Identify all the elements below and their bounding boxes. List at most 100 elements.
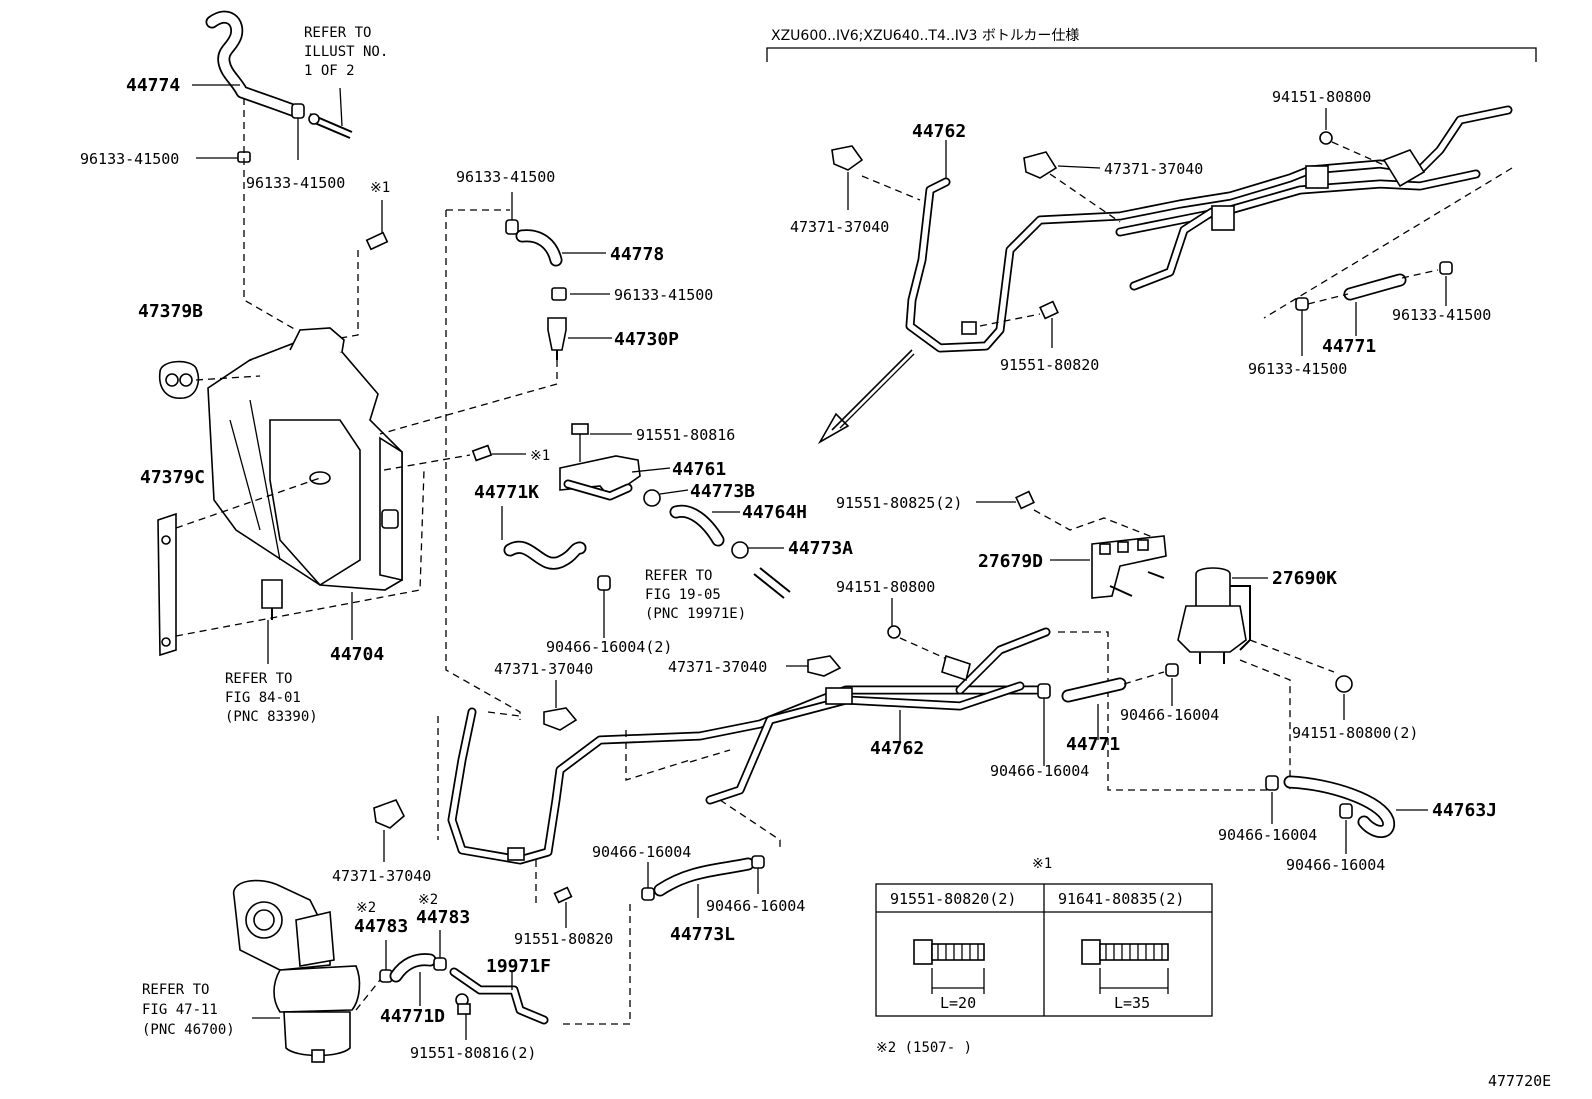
- label-90466-c: 90466-16004: [1120, 706, 1219, 724]
- bolt-long-icon: [1081, 939, 1169, 994]
- hose-44773L: [641, 855, 765, 901]
- mark2-a: ※2: [356, 900, 376, 916]
- bolt-91551-80820-a: [553, 886, 573, 928]
- label-47371-c: 47371-37040: [332, 867, 431, 885]
- refer-84-01-line1: REFER TO: [225, 671, 292, 687]
- clip-90466: [597, 575, 611, 638]
- label-96133-a: 96133-41500: [80, 150, 179, 168]
- label-91551-80825: 91551-80825(2): [836, 494, 962, 512]
- figure-id: 477720E: [1488, 1072, 1551, 1090]
- label-44771-mid: 44771: [1066, 734, 1120, 755]
- label-44771-top: 44771: [1322, 336, 1376, 357]
- variant-bracket: XZU600..IV6;XZU640..T4..IV3 ボトルカー仕様: [766, 28, 1537, 62]
- throttle-body: [233, 879, 361, 1063]
- canister-44704: [207, 327, 403, 591]
- table-col1-header: 91551-80820(2): [890, 890, 1016, 908]
- refer-19-05-line1: REFER TO: [645, 568, 712, 584]
- label-44771D: 44771D: [380, 1006, 445, 1027]
- label-96133-c: 96133-41500: [456, 168, 555, 186]
- clamp-44773A: [731, 541, 784, 559]
- bolt-icon: [365, 200, 389, 251]
- label-91551-80820-a: 91551-80820: [514, 930, 613, 948]
- bracket-27679D: [1091, 535, 1167, 599]
- clip-icon: [551, 287, 567, 301]
- bolt-91551-80816: [571, 423, 632, 462]
- refer-84-01-line3: (PNC 83390): [225, 709, 318, 725]
- label-44704: 44704: [330, 644, 384, 665]
- label-91551-80816-2: 91551-80816(2): [410, 1044, 536, 1062]
- connector-47371-top-b: [1023, 151, 1101, 179]
- label-44773B: 44773B: [690, 481, 755, 502]
- label-90466-d: 90466-16004: [990, 762, 1089, 780]
- hose-44763J: [1265, 775, 1396, 838]
- label-94151-2: 94151-80800(2): [1292, 724, 1418, 742]
- refer-19-05-line2: FIG 19-05: [645, 587, 721, 603]
- hose-44774-group: [192, 10, 359, 346]
- vsv-27690K: [1177, 567, 1251, 664]
- table-col2-header: 91641-80835(2): [1058, 890, 1184, 908]
- mark2-note: ※2 (1507- ): [876, 1040, 972, 1056]
- mark2-b: ※2: [418, 892, 438, 908]
- refer-47-11-line3: (PNC 46700): [142, 1022, 235, 1038]
- refer-19-05-line3: (PNC 19971E): [645, 606, 746, 622]
- mark1-top: ※1: [370, 180, 390, 196]
- hose-44778: [505, 219, 606, 267]
- pipe-19971F: [449, 967, 549, 1025]
- label-27690K: 27690K: [1272, 568, 1337, 589]
- label-96133-top-a: 96133-41500: [1392, 306, 1491, 324]
- connector-47371-top-a: [831, 145, 864, 210]
- label-90466-2-a: 90466-16004(2): [546, 638, 672, 656]
- label-47379C: 47379C: [140, 467, 205, 488]
- label-91551-80816: 91551-80816: [636, 426, 735, 444]
- refer-47-11-line1: REFER TO: [142, 982, 209, 998]
- mark1-mid: ※1: [530, 448, 550, 464]
- table-col1-length: L=20: [940, 994, 976, 1012]
- clip-icon: [1165, 663, 1179, 677]
- bolt-spec-table: ※1 91551-80820(2) 91641-80835(2) L=20 L=…: [875, 856, 1213, 1017]
- label-47379B: 47379B: [138, 301, 203, 322]
- label-90466-a: 90466-16004: [592, 843, 691, 861]
- label-90466-b: 90466-16004: [706, 897, 805, 915]
- label-47371-a: 47371-37040: [494, 660, 593, 678]
- refer-84-01-line2: FIG 84-01: [225, 690, 301, 706]
- bolt-short-icon: [913, 939, 985, 994]
- label-44783-a: 44783: [354, 916, 408, 937]
- bolt-91551-80820-top: [1039, 300, 1059, 348]
- nut-icon: [887, 625, 901, 639]
- refer-47-11-line2: FIG 47-11: [142, 1002, 218, 1018]
- hose-44771-mid: [1037, 677, 1127, 703]
- label-44730P: 44730P: [614, 329, 679, 350]
- label-47371-top-a: 47371-37040: [790, 218, 889, 236]
- connector-47371-c: [373, 799, 405, 862]
- label-44762-mid: 44762: [870, 738, 924, 759]
- nut-icon: [1319, 131, 1333, 145]
- label-96133-d: 96133-41500: [614, 286, 713, 304]
- label-44773L: 44773L: [670, 924, 735, 945]
- hose-44771-top: [1295, 261, 1453, 311]
- label-94151-top: 94151-80800: [1272, 88, 1371, 106]
- label-96133-b: 96133-41500: [246, 174, 345, 192]
- bracket-44761: [559, 455, 641, 501]
- table-mark: ※1: [1032, 856, 1052, 872]
- label-44761: 44761: [672, 459, 726, 480]
- label-19971F: 19971F: [486, 956, 551, 977]
- label-47371-top-b: 47371-37040: [1104, 160, 1203, 178]
- sensor-icon: [261, 579, 283, 620]
- bolt-91551-80816-2: [455, 993, 471, 1040]
- bolt-91551-80825: [976, 490, 1035, 510]
- valve-44730P: [547, 317, 567, 360]
- label-44773A: 44773A: [788, 538, 853, 559]
- label-94151-mid: 94151-80800: [836, 578, 935, 596]
- arrow-down-left-icon: [817, 349, 915, 445]
- refer-illust-line3: 1 OF 2: [304, 63, 355, 79]
- label-44774: 44774: [126, 75, 180, 96]
- clamp-47379B: [158, 360, 200, 399]
- nut-icon: [1335, 675, 1353, 693]
- label-44762-top: 44762: [912, 121, 966, 142]
- variant-note: XZU600..IV6;XZU640..T4..IV3 ボトルカー仕様: [771, 28, 1079, 44]
- label-44778: 44778: [610, 244, 664, 265]
- pipe-44762-lower: [447, 627, 1051, 865]
- clamp-44773B: [643, 489, 689, 507]
- label-90466-f: 90466-16004: [1286, 856, 1385, 874]
- bolt-mark1: [471, 444, 526, 462]
